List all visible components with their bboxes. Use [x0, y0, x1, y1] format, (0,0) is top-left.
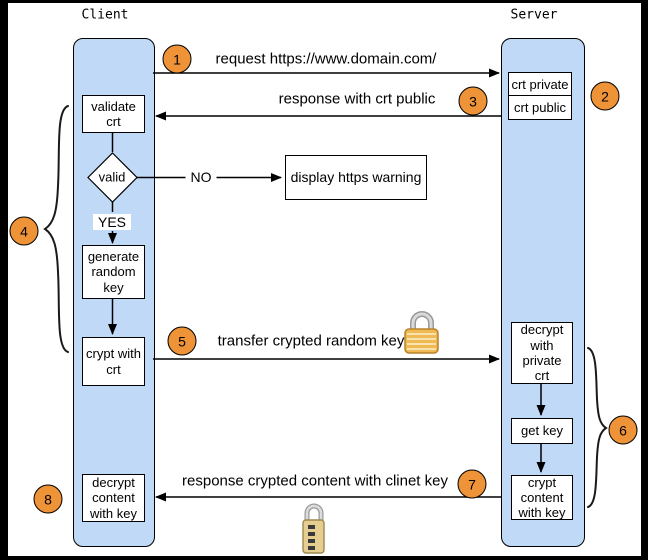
crt-public-box: crt public: [508, 95, 572, 120]
generate-random-key-box: generate random key: [82, 245, 145, 299]
step-8-badge: 8: [33, 484, 63, 514]
server-lane-title: Server: [510, 7, 558, 23]
step-3-badge: 3: [458, 86, 488, 116]
crt-private-box: crt private: [508, 72, 572, 97]
get-key-box: get key: [511, 418, 573, 444]
crypt-content-with-key-box: crypt content with key: [511, 475, 573, 520]
no-branch-label: NO: [185, 169, 217, 185]
decrypt-content-with-key-box: decrypt content with key: [82, 474, 145, 522]
step-1-badge: 1: [162, 44, 192, 74]
decrypt-with-private-crt-box: decrypt with private crt: [511, 322, 573, 384]
validate-crt-box: validate crt: [82, 95, 145, 133]
client-lane-title: Client: [81, 7, 129, 23]
step-5-badge: 5: [167, 326, 197, 356]
step-4-badge: 4: [9, 216, 39, 246]
step-2-badge: 2: [590, 81, 620, 111]
message-request-label: request https://www.domain.com/: [215, 50, 437, 68]
message-response-content-label: response crypted content with clinet key: [182, 472, 448, 490]
step-6-badge: 6: [608, 415, 638, 445]
step-7-badge: 7: [457, 469, 487, 499]
yes-branch-label: YES: [92, 214, 132, 230]
message-transfer-key-label: transfer crypted random key: [217, 332, 405, 350]
display-https-warning-box: display https warning: [285, 155, 427, 200]
valid-diamond-label: valid: [98, 169, 126, 185]
message-response-public-label: response with crt public: [278, 90, 436, 108]
crypt-with-crt-box: crypt with crt: [82, 337, 145, 386]
